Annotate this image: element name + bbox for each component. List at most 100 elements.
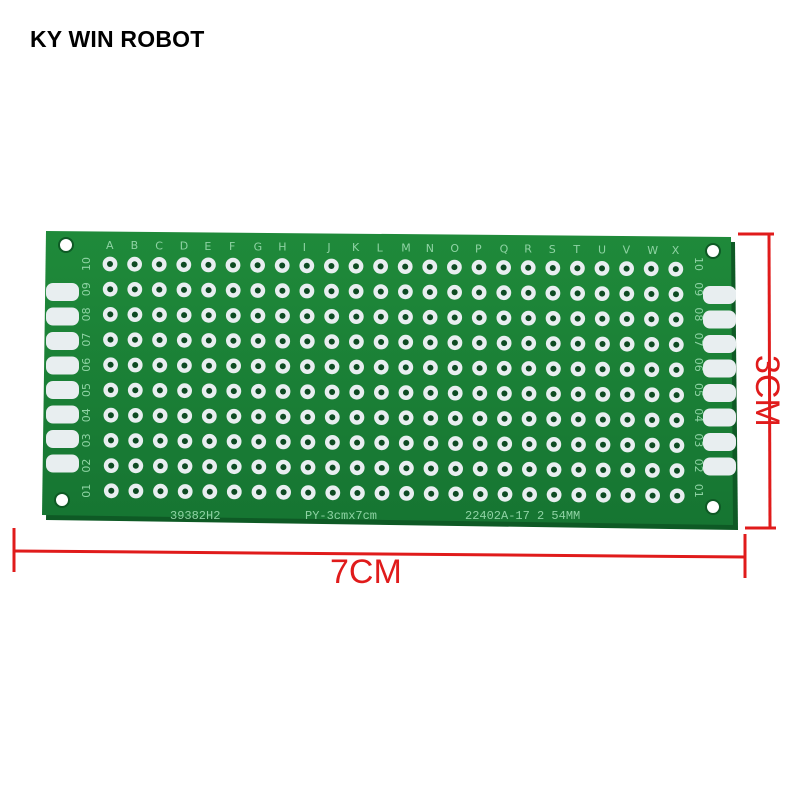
pad-hole (279, 363, 286, 370)
dimension-lines (12, 232, 776, 578)
pad-hole (230, 388, 237, 395)
column-label: S (549, 243, 556, 256)
pad-hole (255, 363, 262, 370)
column-label: M (401, 242, 411, 255)
pad-hole (354, 490, 361, 496)
pad-hole (280, 413, 287, 420)
pad-hole (378, 414, 385, 421)
pad-hole (132, 437, 139, 444)
pad-hole (157, 488, 164, 495)
pad-hole (501, 466, 508, 473)
pad-hole (525, 264, 532, 271)
pad-hole (575, 366, 581, 372)
row-label: 04 (80, 408, 93, 422)
pad-hole (550, 391, 557, 397)
pad-hole (476, 314, 483, 321)
pad-hole (525, 365, 532, 372)
pad-hole (132, 362, 139, 368)
pad-hole (329, 464, 336, 471)
row-label: 03 (692, 433, 705, 447)
row-label: 03 (80, 433, 93, 447)
pad-hole (624, 467, 631, 474)
pad-hole (672, 266, 679, 273)
pad-hole (157, 412, 164, 419)
row-label: 04 (692, 408, 705, 422)
pad-hole (378, 439, 385, 446)
pad-hole (328, 288, 335, 295)
pad-hole (477, 440, 484, 447)
pad-hole (205, 337, 212, 344)
pad-hole (649, 417, 656, 423)
pad-hole (353, 389, 360, 396)
pad-hole (426, 263, 433, 270)
edge-pads (46, 283, 736, 476)
pad-hole (674, 467, 680, 474)
pad-hole (378, 364, 385, 371)
pad-hole (378, 389, 385, 396)
pad-hole (279, 262, 286, 269)
pad-hole (181, 438, 188, 445)
mounting-holes (54, 237, 721, 515)
row-label: 08 (692, 307, 705, 321)
pad-hole (428, 465, 434, 472)
pad-hole (182, 488, 189, 495)
pad-hole (379, 490, 385, 497)
board-body (42, 231, 733, 525)
pad-hole (131, 286, 138, 293)
pad-hole (525, 340, 532, 347)
silkscreen-right: 22402A-17 2 54MM (465, 509, 580, 523)
pad-hole (157, 437, 164, 444)
pad-hole (107, 311, 114, 318)
pad-hole (600, 492, 607, 499)
pad-hole (353, 313, 360, 320)
mounting-hole (54, 492, 70, 508)
row-label: 07 (80, 333, 93, 347)
pad-hole (230, 312, 237, 319)
pad-hole (279, 312, 286, 319)
pad-hole (451, 289, 458, 296)
pad-hole (500, 289, 507, 296)
pad-hole (502, 491, 508, 498)
pad-hole (623, 265, 630, 272)
pad-hole (181, 286, 187, 293)
pad-hole (452, 490, 459, 497)
pad-hole (599, 265, 605, 272)
pad-hole (500, 264, 507, 271)
pad-hole (231, 463, 238, 470)
edge-pad (703, 433, 736, 451)
pad-hole (599, 315, 606, 322)
pad-hole (378, 465, 385, 471)
pad-hole (304, 388, 311, 395)
pad-hole (280, 388, 286, 395)
pad-hole (476, 390, 483, 397)
row-label: 02 (692, 459, 705, 473)
pad-hole (427, 314, 434, 321)
edge-pad (703, 408, 736, 427)
pad-hole (599, 391, 606, 398)
pad-hole (624, 341, 631, 348)
pad-hole (303, 262, 310, 269)
pad-hole (549, 290, 556, 297)
pad-hole (403, 465, 410, 472)
pad-hole (156, 337, 163, 343)
pad-hole (181, 412, 188, 419)
pad-hole (452, 390, 459, 397)
pad-hole (624, 442, 631, 448)
pad-hole (402, 314, 409, 320)
pad-hole (476, 415, 483, 422)
pad-hole (476, 365, 483, 372)
column-label: A (106, 239, 114, 252)
pad-hole (230, 262, 236, 269)
pad-hole (206, 488, 213, 495)
pad-hole (526, 441, 533, 448)
row-label: 10 (80, 257, 93, 271)
row-label: 02 (80, 459, 93, 473)
pad-hole (378, 339, 385, 345)
width-dimension-label: 7CM (330, 553, 402, 591)
pad-hole (329, 363, 335, 370)
pad-hole (206, 362, 212, 369)
pad-hole (377, 263, 384, 270)
pad-hole (427, 440, 434, 447)
pad-hole (107, 286, 114, 293)
pad-hole (157, 463, 164, 469)
